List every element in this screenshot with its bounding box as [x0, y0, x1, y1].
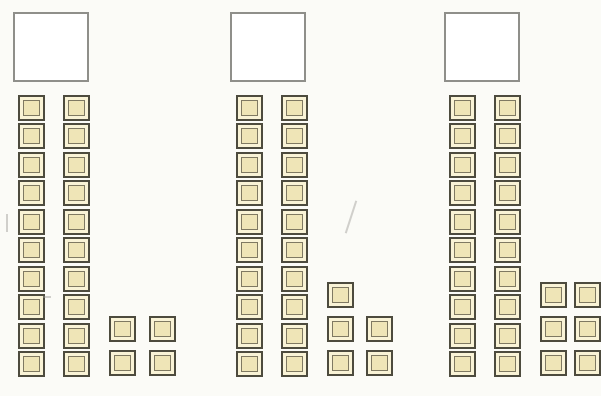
- unit-cube-1-4: [149, 350, 176, 376]
- ten-rod-cube: [494, 237, 521, 263]
- ten-rod-cube: [449, 209, 476, 235]
- ten-rod-cube: [494, 209, 521, 235]
- ten-rod-cube: [449, 180, 476, 206]
- unit-cube-3-6: [574, 350, 601, 376]
- ten-rod-cube: [18, 351, 45, 377]
- ten-rod-2a: [236, 95, 263, 377]
- ten-rod-cube: [449, 95, 476, 121]
- ten-rod-cube: [236, 123, 263, 149]
- ten-rod-cube: [236, 266, 263, 292]
- ten-rod-cube: [63, 123, 90, 149]
- ten-rod-cube: [236, 152, 263, 178]
- ten-rod-cube: [494, 351, 521, 377]
- ten-rod-cube: [236, 180, 263, 206]
- ten-rod-cube: [18, 209, 45, 235]
- ten-rod-cube: [281, 266, 308, 292]
- ten-rod-1b: [63, 95, 90, 377]
- scan-mark-dash: [43, 296, 51, 298]
- ten-rod-cube: [63, 180, 90, 206]
- unit-cube-2-2: [327, 316, 354, 342]
- ten-rod-cube: [449, 294, 476, 320]
- ten-rod-cube: [281, 209, 308, 235]
- unit-cube-3-3: [540, 316, 567, 342]
- ten-rod-cube: [236, 351, 263, 377]
- unit-cube-2-5: [366, 350, 393, 376]
- ten-rod-cube: [449, 266, 476, 292]
- ten-rod-cube: [281, 294, 308, 320]
- ten-rod-cube: [449, 237, 476, 263]
- answer-box-3[interactable]: [444, 12, 520, 82]
- ten-rod-cube: [18, 180, 45, 206]
- ten-rod-cube: [18, 152, 45, 178]
- ten-rod-cube: [18, 266, 45, 292]
- ten-rod-cube: [281, 180, 308, 206]
- scan-mark-left: [6, 214, 8, 232]
- unit-cube-2-3: [366, 316, 393, 342]
- ten-rod-cube: [449, 351, 476, 377]
- ten-rod-cube: [494, 323, 521, 349]
- ten-rod-cube: [281, 237, 308, 263]
- ten-rod-cube: [63, 351, 90, 377]
- unit-cube-3-1: [540, 282, 567, 308]
- unit-cube-1-1: [109, 316, 136, 342]
- ten-rod-cube: [236, 209, 263, 235]
- ten-rod-cube: [236, 237, 263, 263]
- ten-rod-cube: [449, 152, 476, 178]
- ten-rod-cube: [63, 209, 90, 235]
- ten-rod-cube: [281, 152, 308, 178]
- ten-rod-cube: [494, 95, 521, 121]
- ten-rod-cube: [63, 237, 90, 263]
- ten-rod-cube: [236, 294, 263, 320]
- ten-rod-2b: [281, 95, 308, 377]
- unit-cube-2-1: [327, 282, 354, 308]
- ten-rod-3b: [494, 95, 521, 377]
- ten-rod-cube: [18, 294, 45, 320]
- ten-rod-cube: [494, 152, 521, 178]
- ten-rod-cube: [494, 180, 521, 206]
- unit-cube-1-2: [149, 316, 176, 342]
- ten-rod-cube: [63, 294, 90, 320]
- ten-rod-cube: [63, 95, 90, 121]
- ten-rod-cube: [449, 323, 476, 349]
- unit-cube-3-5: [540, 350, 567, 376]
- ten-rod-cube: [281, 95, 308, 121]
- ten-rod-cube: [18, 323, 45, 349]
- ten-rod-cube: [494, 294, 521, 320]
- unit-cube-3-2: [574, 282, 601, 308]
- ten-rod-3a: [449, 95, 476, 377]
- unit-cube-2-4: [327, 350, 354, 376]
- ten-rod-cube: [494, 123, 521, 149]
- ten-rod-cube: [236, 323, 263, 349]
- ten-rod-1a: [18, 95, 45, 377]
- ten-rod-cube: [281, 323, 308, 349]
- answer-box-2[interactable]: [230, 12, 306, 82]
- unit-cube-3-4: [574, 316, 601, 342]
- answer-box-1[interactable]: [13, 12, 89, 82]
- ten-rod-cube: [63, 323, 90, 349]
- ten-rod-cube: [494, 266, 521, 292]
- ten-rod-cube: [236, 95, 263, 121]
- scan-mark-diagonal: [345, 201, 357, 234]
- ten-rod-cube: [281, 351, 308, 377]
- ten-rod-cube: [449, 123, 476, 149]
- ten-rod-cube: [63, 266, 90, 292]
- ten-rod-cube: [18, 237, 45, 263]
- ten-rod-cube: [281, 123, 308, 149]
- ten-rod-cube: [63, 152, 90, 178]
- ten-rod-cube: [18, 95, 45, 121]
- unit-cube-1-3: [109, 350, 136, 376]
- ten-rod-cube: [18, 123, 45, 149]
